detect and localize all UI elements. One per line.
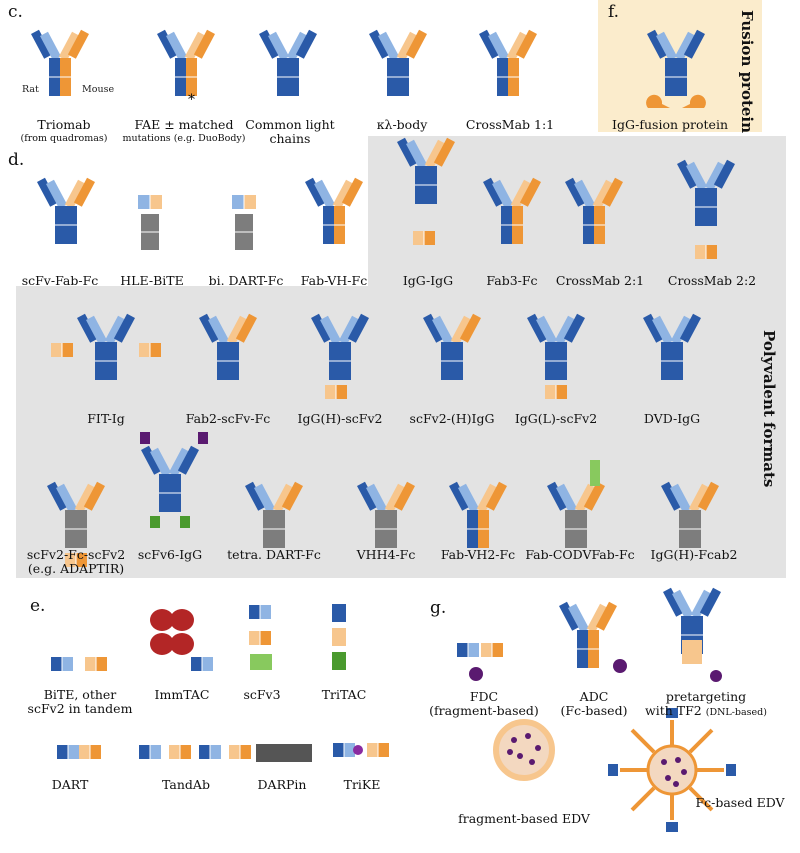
label-bi-dart-fc: bi. DART-Fc [208,273,284,288]
label-fragment-based-edv: fragment-based EDV [458,811,590,826]
rat-annotation: Rat [22,84,39,95]
label-crossmab-2-2: CrossMab 2:2 [667,273,757,288]
section-letter-f: f. [608,2,620,22]
label-tritac: TriTAC [321,687,367,702]
label-igg-fusion-protein: IgG-fusion protein [612,117,728,132]
label-scfv6-igg: scFv6-IgG [137,547,203,562]
label-fab3-fc: Fab3-Fc [486,273,538,288]
label-crossmab-2-1: CrossMab 2:1 [555,273,645,288]
section-letter-d: d. [8,150,25,170]
label-fab-vh-fc: Fab-VH-Fc [300,273,368,288]
label-fc-based-edv: Fc-based EDV [695,795,785,810]
label-scfv3: scFv3 [243,687,281,702]
label-fit-ig: FIT-Ig [87,411,125,426]
section-letter-g: g. [430,598,447,618]
label-triomab: Triomab(from quadromas) [20,117,108,145]
section-letter-e: e. [30,596,46,616]
label-vhh4-fc: VHH4-Fc [356,547,416,562]
star-annotation: * [188,92,195,108]
label-igg-igg: IgG-IgG [402,273,454,288]
label-scfv-fab-fc: scFv-Fab-Fc [21,273,99,288]
label-scfv2-fc-scfv2: scFv2-Fc-scFv2(e.g. ADAPTIR) [26,547,126,576]
label-dart: DART [51,777,89,792]
label-adc: ADC(Fc-based) [560,689,628,718]
label-fab-vh2-fc: Fab-VH2-Fc [440,547,516,562]
label-immtac: ImmTAC [154,687,210,702]
section-letter-c: c. [8,2,23,22]
label-fdc: FDC(fragment-based) [429,689,539,718]
label-tetra-dart-fc: tetra. DART-Fc [227,547,321,562]
label-fab-codvfab-fc: Fab-CODVFab-Fc [525,547,635,562]
mouse-annotation: Mouse [82,84,115,95]
label-hle-bite: HLE-BiTE [120,273,184,288]
label-tandab: TandAb [162,777,210,792]
fusion-protein-title: Fusion protein [738,10,756,134]
polyvalent-formats-title: Polyvalent formats [760,330,778,488]
label-iggh-fcab2: IgG(H)-Fcab2 [650,547,738,562]
label-scfv2-higg: scFv2-(H)IgG [409,411,495,426]
label-darpin: DARPin [257,777,307,792]
label-iggh-scfv2: IgG(H)-scFv2 [297,411,383,426]
label-fab2-scfv-fc: Fab2-scFv-Fc [185,411,271,426]
label-crossmab-1-1: CrossMab 1:1 [465,117,555,132]
label-kappa-lambda-body: κλ-body [376,117,428,132]
label-trike: TriKE [343,777,381,792]
label-iggl-scfv2: IgG(L)-scFv2 [514,411,598,426]
label-dvd-igg: DVD-IgG [643,411,701,426]
